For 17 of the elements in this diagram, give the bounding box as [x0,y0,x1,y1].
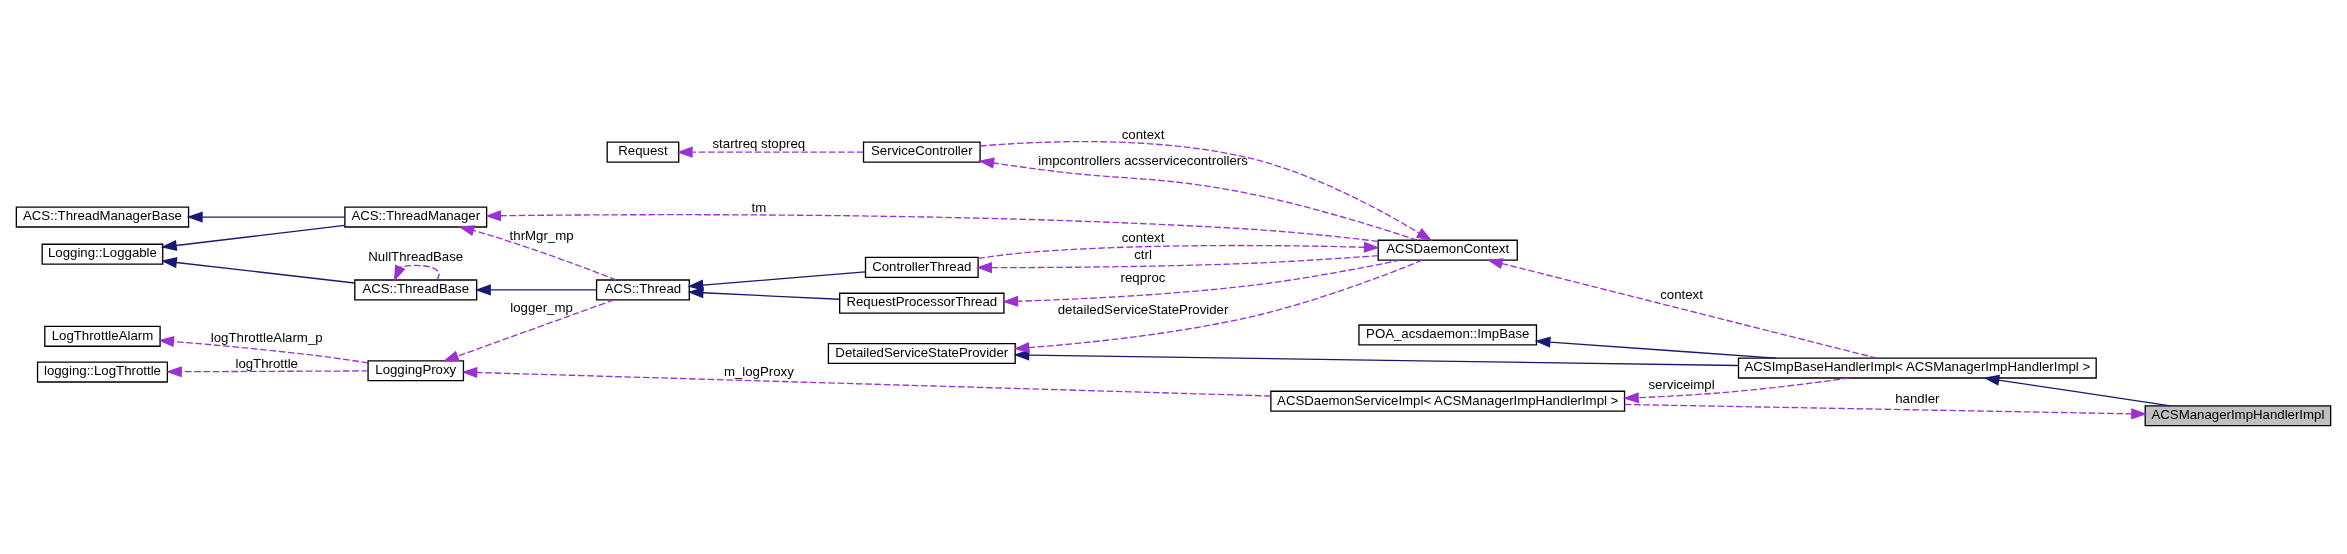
edge-label: m_logProxy [723,364,794,380]
edge-label: logThrottle [235,356,298,372]
edge-label: NullThreadBase [368,249,464,265]
edge-label: thrMgr_mp [509,227,574,243]
edge-label: reqproc [1120,269,1166,285]
edge-label: handler [1895,390,1940,406]
edge-label: context [1121,230,1165,246]
edge-label: serviceimpl [1648,377,1715,393]
edge-label: tm [751,199,767,215]
edge-label: impcontrollers acsservicecontrollers [1038,153,1248,169]
edge-label: ctrl [1134,247,1152,263]
edge-label: detailedServiceStateProvider [1057,301,1229,317]
edge-label: startreq stopreq [712,136,806,152]
edge-label: logger_mp [510,300,573,316]
edge-label: logThrottleAlarm_p [210,329,323,345]
edge-label: context [1660,287,1703,303]
edge-label: context [1121,126,1165,142]
